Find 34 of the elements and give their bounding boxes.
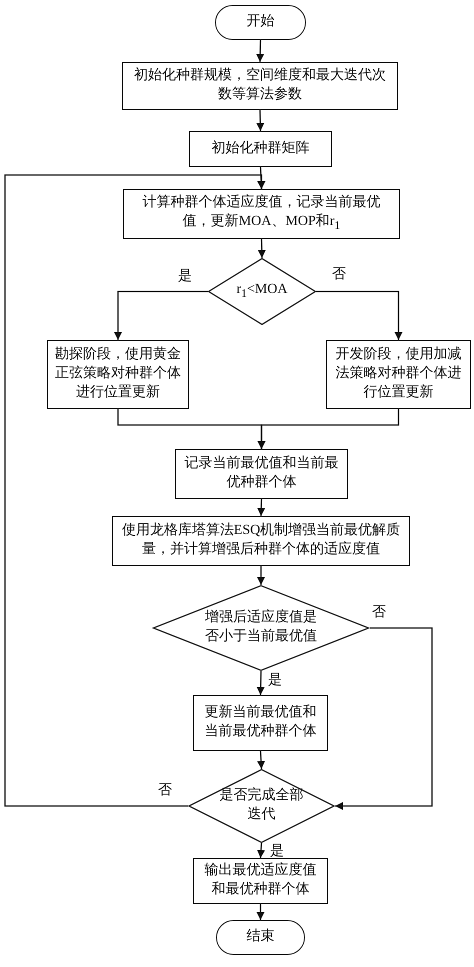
process-box: 初始化种群矩阵 — [189, 131, 332, 167]
edge-label: 是 — [178, 270, 192, 284]
decision-diamond: 增强后适应度值是否小于当前最优值 — [152, 585, 370, 671]
decision-diamond: r$_{1}$<MOA — [208, 258, 316, 325]
process-box: 输出最优适应度值和最优种群个体 — [193, 858, 328, 904]
arrow — [257, 566, 265, 585]
process-box: 记录当前最优值和当前最优种群个体 — [175, 449, 348, 499]
process-box: 开发阶段，使用加减法策略对种群个体进行位置更新 — [326, 340, 471, 409]
arrow — [258, 409, 400, 449]
arrow — [258, 238, 266, 258]
process-box: 更新当前最优值和当前最优种群个体 — [193, 695, 328, 751]
arrow — [257, 842, 266, 858]
process-box: 初始化种群规模，空间维度和最大迭代次数等算法参数 — [122, 62, 398, 110]
process-box: 计算种群个体适应度值，记录当前最优值，更新MOA、MOP和r$_{1}$ — [123, 189, 400, 239]
arrow — [335, 627, 433, 810]
edge-label: 是 — [268, 674, 282, 688]
terminal-box: 开始 — [215, 5, 306, 40]
decision-diamond: 是否完成全部迭代 — [188, 769, 335, 843]
arrow — [257, 498, 266, 516]
edge-label: 否 — [332, 268, 346, 282]
edge-label: 否 — [158, 784, 172, 798]
terminal-box: 结束 — [216, 920, 305, 955]
arrow — [114, 290, 208, 340]
edge-label: 是 — [270, 845, 284, 859]
arrow — [256, 670, 265, 696]
arrow — [4, 174, 266, 807]
arrow — [256, 904, 264, 920]
process-box: 勘探阶段，使用黄金正弦策略对种群个体进行位置更新 — [47, 340, 189, 409]
edge-label: 否 — [372, 606, 386, 620]
arrow — [257, 750, 266, 770]
process-box: 使用龙格库塔算法ESQ机制增强当前最优解质量，并计算增强后种群个体的适应度值 — [112, 516, 410, 566]
arrow — [256, 110, 264, 132]
arrow — [256, 40, 264, 62]
arrow — [316, 290, 402, 340]
